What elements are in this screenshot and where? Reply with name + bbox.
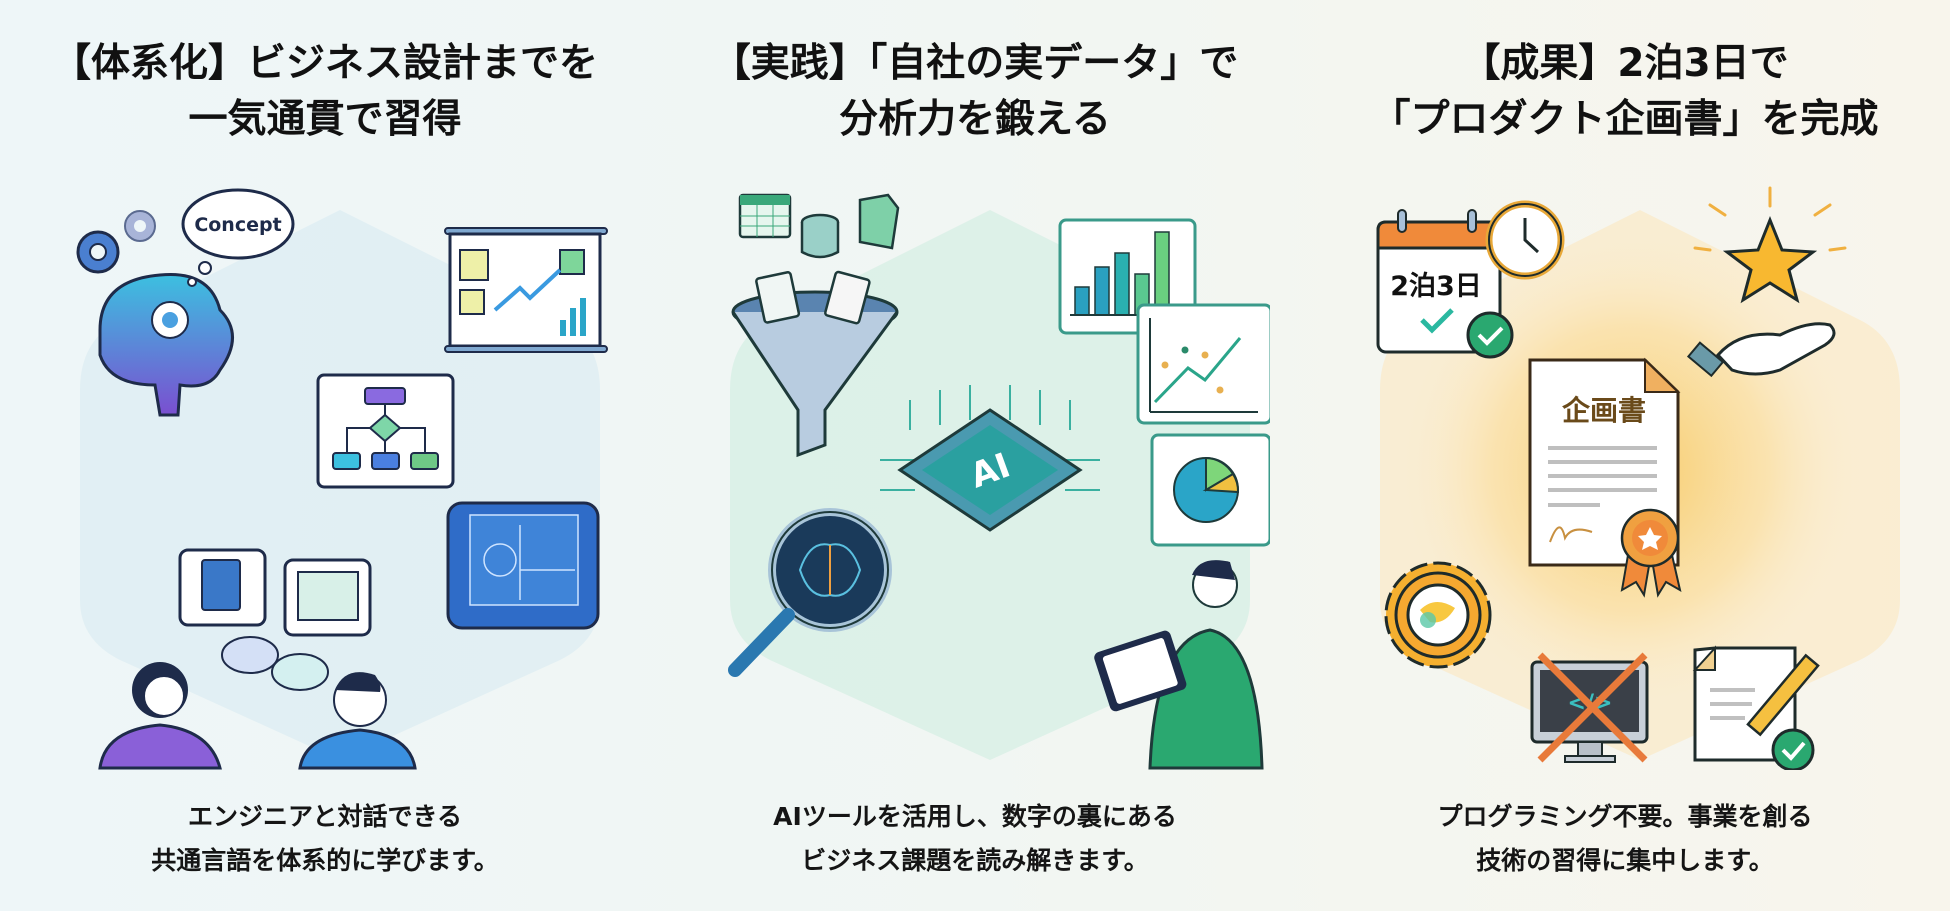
calendar-clock-icon: 2泊3日 (1376, 200, 1565, 354)
document-pencil-icon (1692, 645, 1820, 770)
panel-caption: プログラミング不要。事業を創る 技術の習得に集中します。 (1300, 795, 1950, 883)
magnifier-brain-icon (728, 508, 892, 677)
caption-line-1: エンジニアと対話できる (187, 802, 462, 831)
document-icon (858, 193, 900, 250)
title-line-1: 【成果】2泊3日で (1461, 41, 1789, 86)
ai-chip-icon: AI (880, 385, 1100, 532)
panel-caption: AIツールを活用し、数字の裏にある ビジネス課題を読み解きます。 (650, 795, 1300, 883)
title-line-1: 【実践】「自社の実データ」で (711, 41, 1239, 86)
spreadsheet-icon (738, 193, 792, 239)
panel-systematize: 【体系化】ビジネス設計までを 一気通貫で習得 (0, 0, 650, 911)
caption-line-2: 共通言語を体系的に学びます。 (151, 846, 499, 875)
thought-bubble-icon: Concept (181, 188, 295, 287)
caption-line-1: AIツールを活用し、数字の裏にある (773, 802, 1177, 831)
data-funnel-icon (731, 270, 899, 458)
panel-title: 【実践】「自社の実データ」で 分析力を鍛える (650, 36, 1300, 148)
panel-title: 【体系化】ビジネス設計までを 一気通貫で習得 (0, 36, 650, 148)
document-title-text: 企画書 (1562, 394, 1646, 427)
gear-icon (1384, 561, 1492, 669)
blueprint-icon (446, 501, 600, 630)
pie-chart-icon (1150, 433, 1270, 547)
panel-title: 【成果】2泊3日で 「プロダクト企画書」を完成 (1300, 36, 1950, 148)
concept-text: Concept (194, 214, 281, 236)
panel-outcome: 【成果】2泊3日で 「プロダクト企画書」を完成 2泊3日 (1300, 0, 1950, 911)
whiteboard-chart-icon (444, 227, 608, 353)
illustration-practice: AI (710, 170, 1270, 770)
book-icon (201, 559, 241, 611)
person-tablet-icon (1094, 560, 1264, 770)
flowchart-icon (316, 373, 455, 489)
database-icon (800, 213, 840, 259)
gear-icon (76, 210, 156, 274)
two-people-conversation-icon (98, 548, 417, 770)
star-hand-icon (1686, 186, 1847, 378)
panel-caption: エンジニアと対話できる 共通言語を体系的に学びます。 (0, 795, 650, 883)
panel-practice: 【実践】「自社の実データ」で 分析力を鍛える (650, 0, 1300, 911)
calendar-text: 2泊3日 (1390, 271, 1482, 302)
no-code-monitor-icon: </> (1530, 652, 1649, 763)
caption-line-2: ビジネス課題を読み解きます。 (801, 846, 1149, 875)
illustration-outcome: 2泊3日 (1360, 170, 1920, 770)
caption-line-1: プログラミング不要。事業を創る (1437, 802, 1813, 831)
illustration-systematize: Concept (60, 170, 620, 770)
brain-gears-icon (98, 272, 234, 417)
scatter-trend-chart-icon (1136, 303, 1270, 425)
title-line-2: 一気通貫で習得 (188, 97, 462, 142)
title-line-1: 【体系化】ビジネス設計までを (51, 41, 598, 86)
award-ribbon-icon (1620, 508, 1682, 598)
title-line-2: 分析力を鍛える (839, 97, 1111, 142)
caption-line-2: 技術の習得に集中します。 (1476, 846, 1774, 875)
check-badge-icon (1466, 311, 1514, 359)
title-line-2: 「プロダクト企画書」を完成 (1371, 97, 1879, 142)
diagram-window-icon (297, 571, 359, 621)
